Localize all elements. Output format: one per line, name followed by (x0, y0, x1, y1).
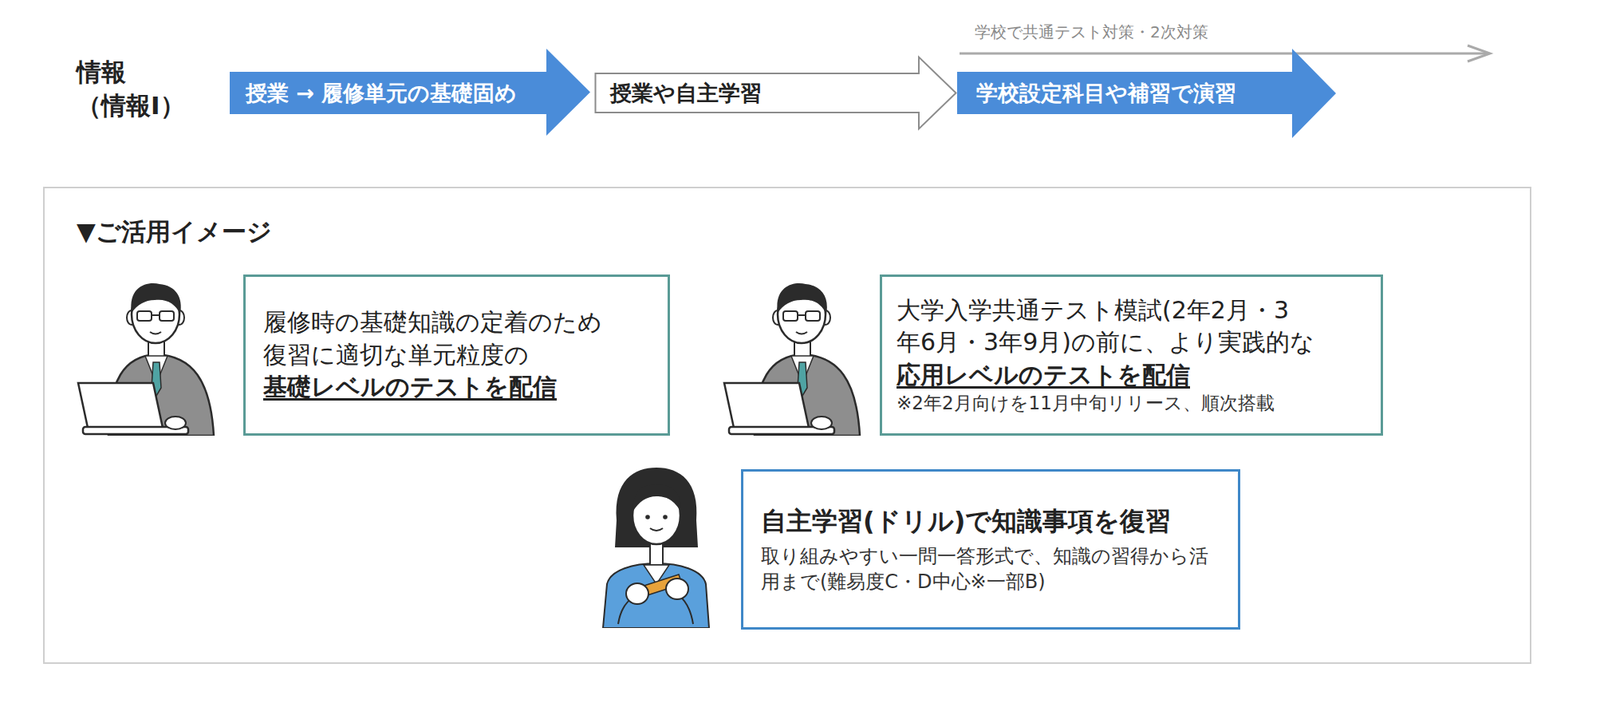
subject-label: 情報 （情報Ⅰ） (76, 55, 186, 123)
box-subtext: ※2年2月向けを11月中旬リリース、順次搭載 (896, 390, 1275, 416)
box-text: 履修時の基礎知識の定着のため 復習に適切な単元粒度の (263, 306, 613, 371)
teacher-figure (724, 283, 860, 436)
phase-arrow: 学校設定科目や補習で演習 (957, 48, 1336, 138)
arrow-outline (595, 57, 957, 130)
usage-box: 大学入学共通テスト模試(2年2月・3 年6月・3年9月)の前に、より実践的な応用… (879, 274, 1384, 436)
student-figure (602, 467, 710, 628)
box-text: 自主学習(ドリル)で知識事項を復習 (760, 504, 1171, 539)
usage-box: 自主学習(ドリル)で知識事項を復習取り組みやすい一問一答形式で、知識の習得から活… (740, 468, 1241, 630)
box-text: 大学入学共通テスト模試(2年2月・3 年6月・3年9月)の前に、より実践的な (896, 294, 1364, 359)
teacher-figure (78, 283, 214, 436)
phase-arrow: 授業や自主学習 (594, 55, 958, 131)
timeline-label: 学校で共通テスト対策・2次対策 (974, 21, 1209, 44)
box-subtext: 応用レベルのテストを配信 (896, 358, 1191, 392)
arrow-outline (957, 48, 1336, 138)
box-subtext: 基礎レベルのテストを配信 (263, 370, 557, 404)
box-subtext: 取り組みやすい一問一答形式で、知識の習得から活 用まで(難易度C・D中心※一部B… (760, 543, 1213, 596)
panel-heading: ▼ご活用イメージ (76, 215, 272, 249)
phase-arrow: 授業 → 履修単元の基礎固め (229, 48, 591, 136)
usage-box: 履修時の基礎知識の定着のため 復習に適切な単元粒度の基礎レベルのテストを配信 (243, 274, 670, 436)
arrow-label: 授業や自主学習 (610, 78, 762, 107)
arrow-label: 授業 → 履修単元の基礎固め (245, 78, 517, 107)
timeline-arrow (959, 45, 1490, 62)
usage-panel: 履修時の基礎知識の定着のため 復習に適切な単元粒度の基礎レベルのテストを配信 大学… (43, 186, 1532, 664)
arrow-label: 学校設定科目や補習で演習 (976, 78, 1237, 107)
arrow-outline (229, 48, 591, 136)
